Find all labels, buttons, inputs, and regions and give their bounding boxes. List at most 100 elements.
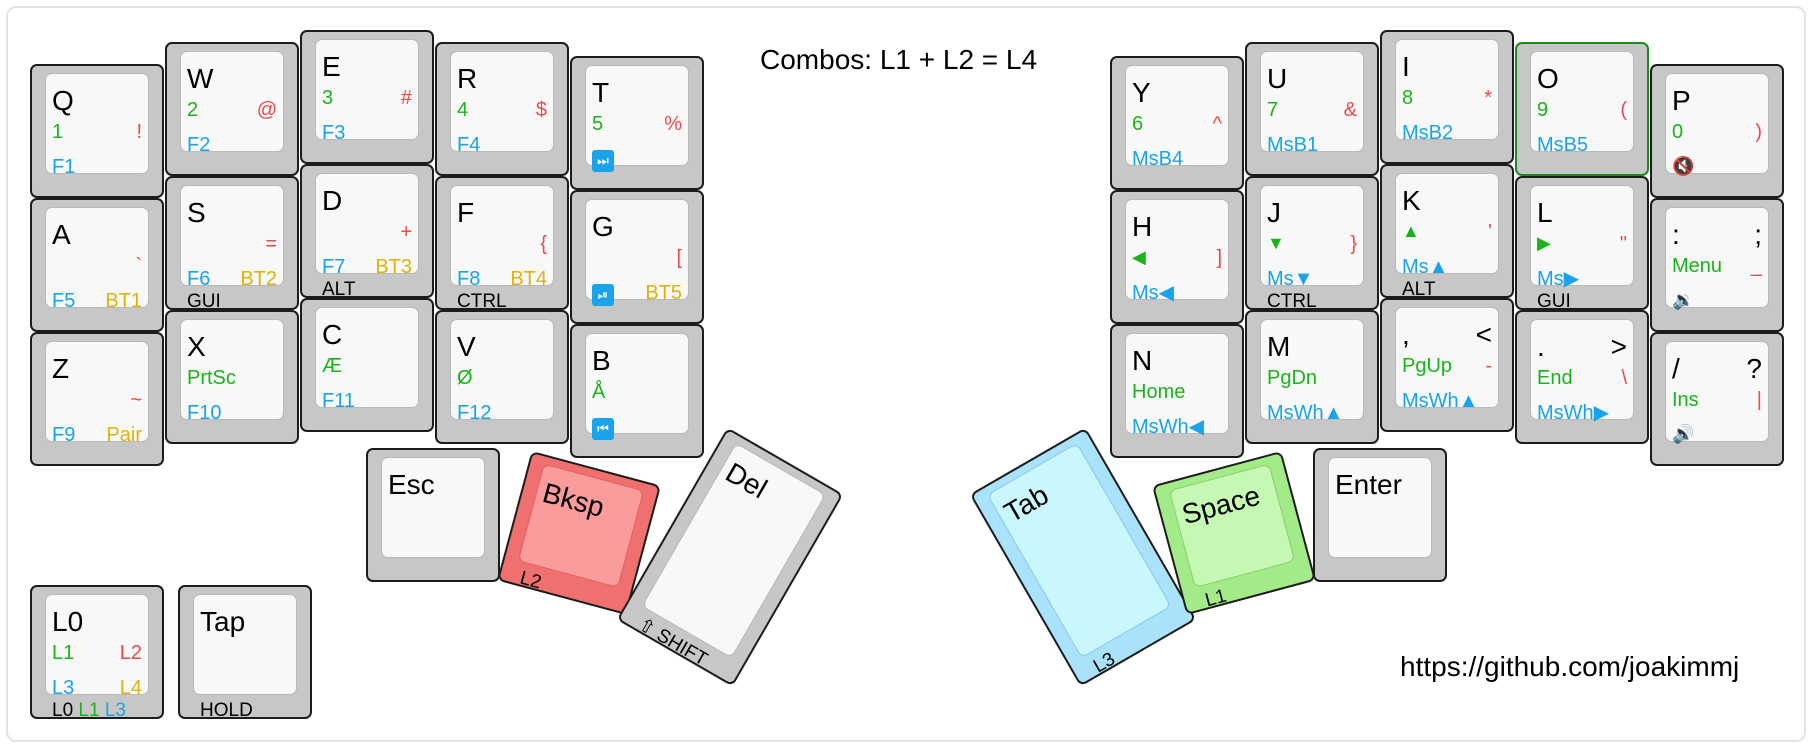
key-u-base: U xyxy=(1267,63,1288,94)
key-j: J ▼ } Ms▼ CTRL xyxy=(1245,176,1379,312)
key-l-l2: " xyxy=(1619,233,1627,255)
key-t: T 5 % ⏭ xyxy=(570,56,704,190)
key-h-base: H xyxy=(1132,211,1153,242)
volume-down-icon: 🔉 xyxy=(1672,290,1695,310)
key-f-l2: { xyxy=(540,233,547,255)
repo-url: https://github.com/joakimmj xyxy=(1400,651,1740,682)
key-enter-base: Enter xyxy=(1335,469,1402,500)
key-a-l4: BT1 xyxy=(105,290,142,312)
key-b: B Å ⏮ xyxy=(570,324,704,458)
key-semicolon-l1: Menu xyxy=(1672,255,1723,277)
key-dot-base: . xyxy=(1537,331,1545,362)
key-p-base: P xyxy=(1672,85,1691,116)
key-m: M PgDn MsWh▲ xyxy=(1245,310,1379,444)
key-u: U 7 & MsB1 xyxy=(1245,42,1379,176)
key-r: R 4 $ F4 xyxy=(435,42,569,176)
key-o-l2: ( xyxy=(1620,99,1627,121)
key-layer-indicator: L0 L1 L2 L3 L4 L0 L1 L3 xyxy=(30,585,164,720)
key-slash: / ? Ins | 🔊 xyxy=(1650,332,1784,466)
key-h: H ◀ ] Ms◀ xyxy=(1110,190,1244,324)
key-v-base: V xyxy=(457,331,476,362)
key-o-base: O xyxy=(1537,63,1559,94)
key-j-l1: ▼ xyxy=(1267,233,1285,253)
key-i-base: I xyxy=(1402,51,1410,82)
key-a-l3: F5 xyxy=(52,290,76,312)
key-z-l4: Pair xyxy=(106,424,142,446)
key-d-l3: F7 xyxy=(322,256,346,278)
key-j-l3: Ms▼ xyxy=(1267,268,1314,290)
key-y-base: Y xyxy=(1132,77,1151,108)
diagram-frame xyxy=(6,6,1806,742)
key-slash-shift: ? xyxy=(1746,353,1762,384)
key-h-l2: ] xyxy=(1216,247,1222,269)
key-w-l1: 2 xyxy=(187,99,199,121)
key-g: G [ ⏯ BT5 xyxy=(570,190,704,324)
key-space-hold: L1 xyxy=(1202,585,1229,612)
key-i: I 8 * MsB2 xyxy=(1380,30,1514,164)
key-comma-base: , xyxy=(1402,319,1410,350)
key-t-l2: % xyxy=(664,113,682,135)
key-o-l1: 9 xyxy=(1537,99,1549,121)
key-f-l3: F8 xyxy=(457,268,481,290)
key-l0-l4: L4 xyxy=(119,677,142,699)
key-d-l2: + xyxy=(400,221,412,243)
key-q-base: Q xyxy=(52,85,74,116)
key-m-l3: MsWh▲ xyxy=(1267,402,1344,424)
key-z-base: Z xyxy=(52,353,70,384)
key-u-l2: & xyxy=(1343,99,1357,121)
key-f-base: F xyxy=(457,197,475,228)
key-comma-shift: < xyxy=(1475,319,1492,350)
key-j-hold: CTRL xyxy=(1267,291,1317,312)
key-semicolon-l2: _ xyxy=(1750,255,1762,277)
key-w-l2: @ xyxy=(256,99,277,121)
key-v-l1: Ø xyxy=(457,367,473,389)
key-g-base: G xyxy=(592,211,614,242)
key-t-base: T xyxy=(592,77,610,108)
key-h-l1: ◀ xyxy=(1132,247,1146,267)
key-i-l2: * xyxy=(1484,87,1492,109)
key-l0-base: L0 xyxy=(52,606,84,637)
key-n-l3: MsWh◀ xyxy=(1132,416,1205,438)
key-t-l1: 5 xyxy=(592,113,604,135)
key-p: P 0 ) 🔇 xyxy=(1650,64,1784,198)
key-x-l1: PrtSc xyxy=(187,367,236,389)
key-h-l3: Ms◀ xyxy=(1132,282,1175,304)
key-p-l1: 0 xyxy=(1672,121,1684,143)
key-tap-hold-label: HOLD xyxy=(200,700,253,721)
key-c-l3: F11 xyxy=(322,390,355,412)
key-z-l2: ~ xyxy=(130,389,142,411)
key-q-l2: ! xyxy=(136,121,142,143)
key-k-hold: ALT xyxy=(1402,279,1436,300)
key-r-base: R xyxy=(457,63,478,94)
key-g-l4: BT5 xyxy=(645,282,682,304)
key-d-hold: ALT xyxy=(322,279,356,300)
key-y-l3: MsB4 xyxy=(1132,148,1184,170)
key-u-l1: 7 xyxy=(1267,99,1279,121)
next-track-icon: ⏭ xyxy=(592,149,614,172)
key-n: N Home MsWh◀ xyxy=(1110,324,1244,458)
key-comma-l1: PgUp xyxy=(1402,355,1453,377)
key-x: X PrtSc F10 xyxy=(165,310,299,444)
play-pause-icon: ⏯ xyxy=(592,283,614,306)
key-w-base: W xyxy=(187,63,214,94)
key-k-l3: Ms▲ xyxy=(1402,256,1449,278)
key-slash-l2: | xyxy=(1756,389,1762,411)
key-x-base: X xyxy=(187,331,206,362)
key-z-l3: F9 xyxy=(52,424,76,446)
combo-note: Combos: L1 + L2 = L4 xyxy=(760,44,1038,75)
key-l0-l3: L3 xyxy=(52,677,75,699)
key-x-l3: F10 xyxy=(187,402,222,424)
volume-up-icon: 🔊 xyxy=(1672,424,1695,444)
key-l: L ▶ " Ms▶ GUI xyxy=(1515,176,1649,311)
key-y: Y 6 ^ MsB4 xyxy=(1110,56,1244,190)
key-s-l3: F6 xyxy=(187,268,211,290)
key-esc: Esc xyxy=(366,448,500,582)
key-o-l3: MsB5 xyxy=(1537,134,1589,156)
key-r-l1: 4 xyxy=(457,99,469,121)
key-i-l3: MsB2 xyxy=(1402,122,1454,144)
key-s-l4: BT2 xyxy=(240,268,277,290)
key-w-l3: F2 xyxy=(187,134,211,156)
key-d: D + F7 BT3 ALT xyxy=(300,164,434,300)
key-semicolon-shift: ; xyxy=(1754,219,1762,250)
key-semicolon: : ; Menu _ 🔉 xyxy=(1650,198,1784,332)
